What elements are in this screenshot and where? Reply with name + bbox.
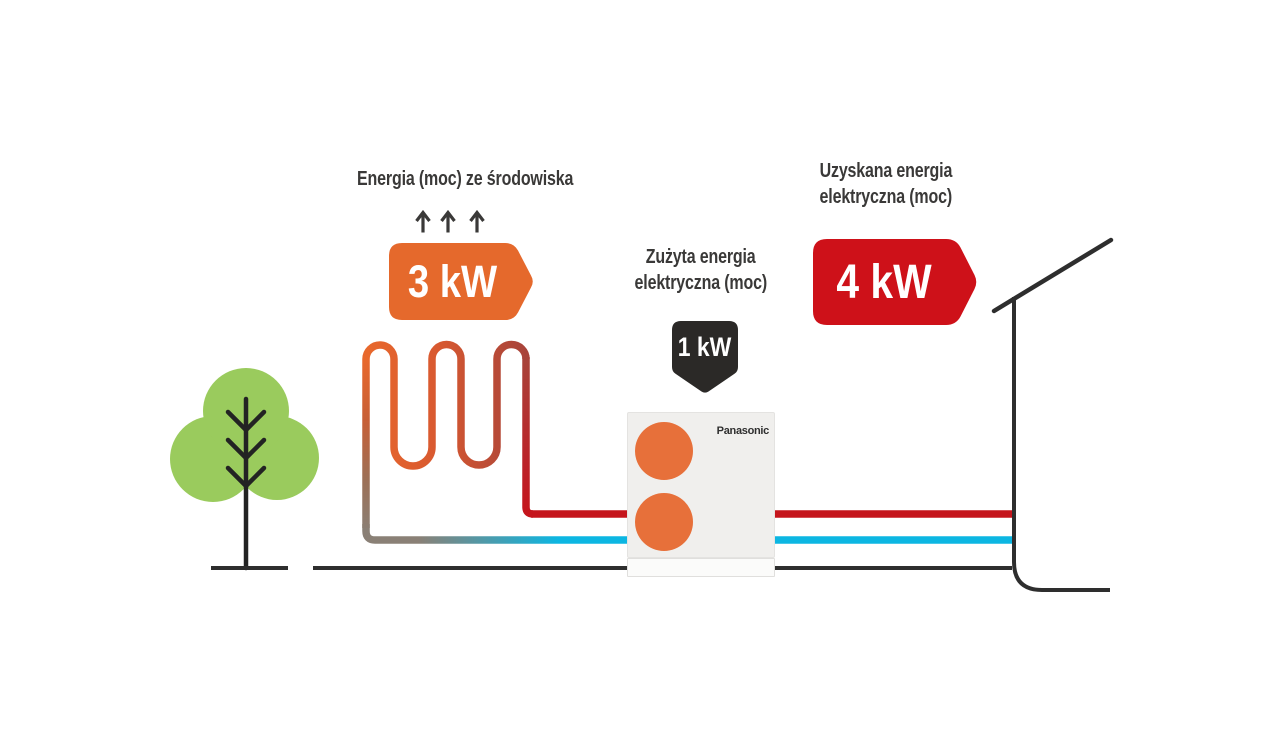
up-arrow-icon <box>469 209 485 233</box>
heat-pump-unit: Panasonic <box>627 412 775 577</box>
obtained-energy-value: 4 kW <box>810 239 958 325</box>
environment-energy-label: Energia (moc) ze środowiska <box>330 166 580 192</box>
house-wall-line <box>1012 297 1110 592</box>
coil-right-descent <box>522 357 534 518</box>
ground-loop-pipe-icon <box>362 340 628 544</box>
return-pipe-gradient <box>362 524 628 544</box>
consumed-energy-badge <box>672 321 738 393</box>
obtained-energy-value-text: 4 kW <box>836 255 932 309</box>
panasonic-logo: Panasonic <box>716 425 770 437</box>
heat-pump-base <box>627 558 775 577</box>
obtained-energy-label: Uzyskana energia elektryczna (moc) <box>785 158 987 210</box>
consumed-energy-value: 1 kW <box>671 320 739 375</box>
obtained-energy-label-line1: Uzyskana energia <box>819 160 953 182</box>
consumed-energy-label-line1: Zużyta energia <box>646 246 756 268</box>
fan-circle-icon <box>635 493 693 551</box>
environment-energy-value-text: 3 kW <box>408 255 498 307</box>
consumed-energy-label-line2: elektryczna (moc) <box>634 272 768 294</box>
environment-energy-label-text: Energia (moc) ze środowiska <box>357 168 574 190</box>
tree-icon <box>170 368 319 571</box>
house-outline-icon <box>991 237 1114 592</box>
obtained-energy-tag <box>813 239 977 325</box>
coil-serpentine <box>362 340 530 470</box>
environment-energy-value: 3 kW <box>379 243 527 320</box>
environment-arrows <box>415 209 485 233</box>
fan-circle-icon <box>635 422 693 480</box>
up-arrow-icon <box>415 209 431 233</box>
heat-pump-body: Panasonic <box>627 412 775 558</box>
environment-energy-tag <box>389 243 533 320</box>
tree-branches <box>225 409 267 489</box>
obtained-energy-label-line2: elektryczna (moc) <box>819 186 953 208</box>
consumed-energy-label: Zużyta energia elektryczna (moc) <box>600 244 802 296</box>
up-arrow-icon <box>440 209 456 233</box>
house-roof-line <box>991 237 1114 314</box>
consumed-energy-value-text: 1 kW <box>678 332 732 362</box>
